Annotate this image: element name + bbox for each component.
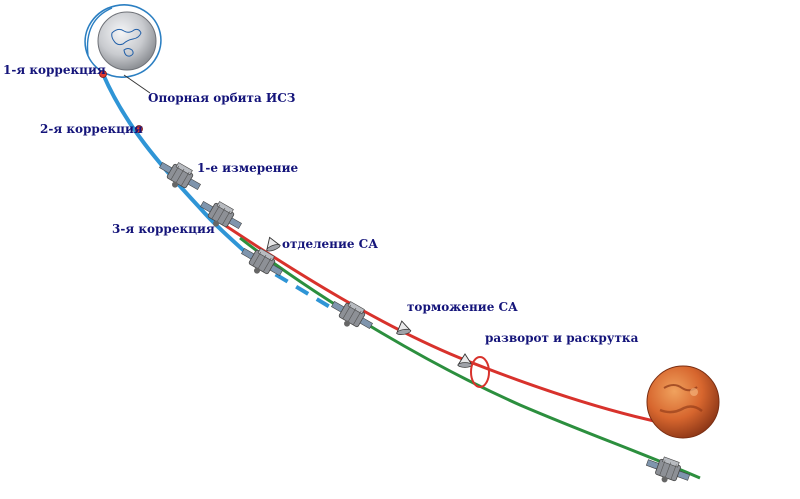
earth-departure-trajectory <box>101 72 254 260</box>
label-separation: отделение СА <box>282 237 378 251</box>
label-correction-1: 1-я коррекция <box>3 63 106 77</box>
parking-orbit-ellipse <box>84 4 162 78</box>
orbit-leader-line <box>123 74 151 94</box>
label-correction-3: 3-я коррекция <box>112 222 215 236</box>
spacecraft-icon <box>325 293 378 338</box>
mars-system <box>646 365 720 439</box>
lander-trajectory <box>225 224 669 426</box>
label-parking-orbit: Опорная орбита ИСЗ <box>148 91 295 105</box>
dashed-approach-trajectory <box>253 260 337 312</box>
earth-continents <box>111 28 142 46</box>
mars-planet-icon <box>646 365 720 439</box>
descent-capsule-icon <box>262 234 282 253</box>
spin-ring-icon <box>470 356 490 388</box>
correction-point-1 <box>99 70 107 78</box>
label-measurement-1: 1-е измерение <box>197 161 298 175</box>
correction-point-2 <box>135 125 143 133</box>
label-braking: торможение СА <box>407 300 518 314</box>
label-turn-spin: разворот и раскрутка <box>485 331 639 345</box>
label-correction-2: 2-я коррекция <box>40 122 143 136</box>
orbiter-trajectory <box>239 236 701 480</box>
earth-system <box>84 4 162 78</box>
